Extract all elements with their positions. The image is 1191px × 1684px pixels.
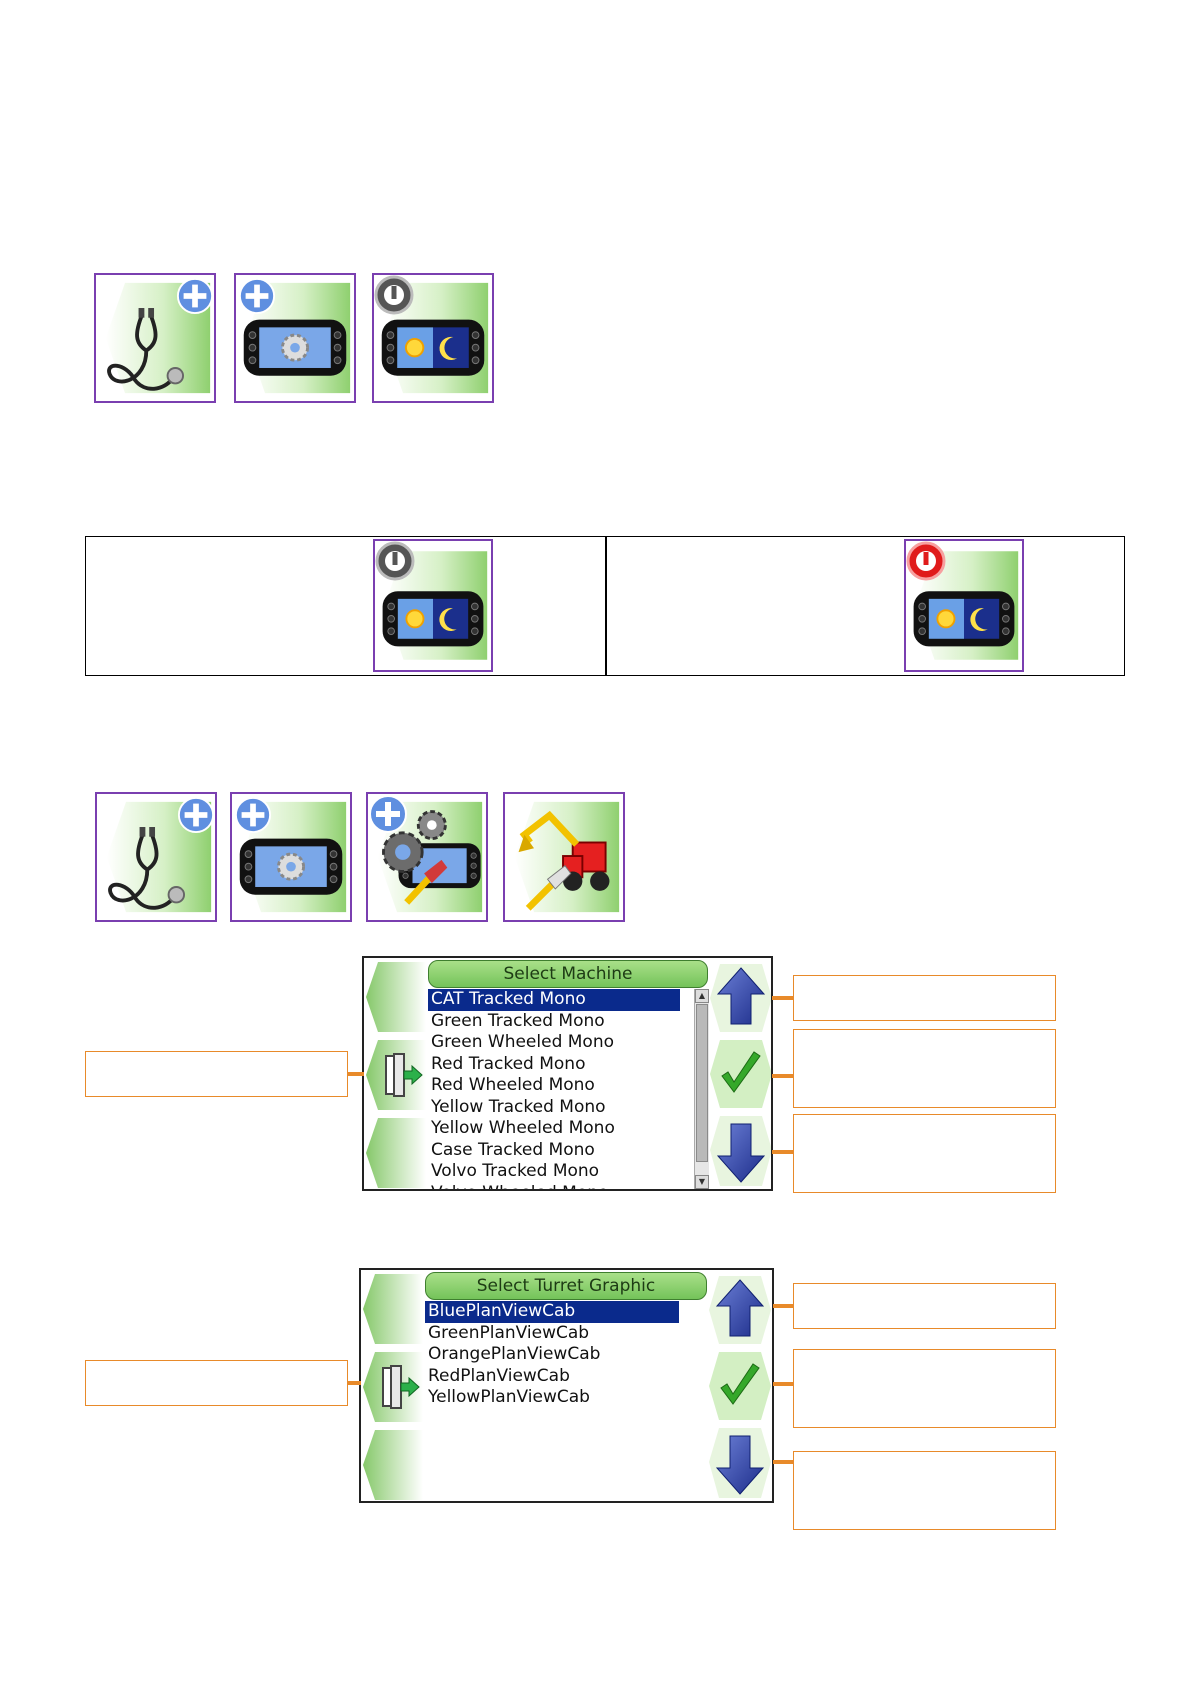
machine-list-item[interactable]: Yellow Tracked Mono	[431, 1096, 606, 1117]
machine-list-item[interactable]: Green Wheeled Mono	[431, 1032, 615, 1052]
accept-callout-box	[793, 1349, 1056, 1428]
machine-list-item[interactable]: Green Tracked Mono	[431, 1010, 605, 1031]
machine-list-item[interactable]: Red Tracked Mono	[431, 1053, 586, 1074]
display-settings-icon	[243, 282, 351, 394]
exit-callout-box	[85, 1051, 348, 1097]
day-night-tile-off[interactable]	[373, 539, 493, 672]
table-divider	[605, 537, 607, 675]
paint-settings-icon	[377, 801, 483, 913]
down-arrow-button[interactable]	[710, 1114, 772, 1188]
turret-list-item[interactable]: GreenPlanViewCab	[428, 1322, 590, 1343]
day-night-icon	[913, 551, 1019, 660]
up-callout-leader	[773, 1304, 793, 1308]
select-machine-title: Select Machine	[428, 960, 708, 988]
blank-left-button[interactable]	[361, 1428, 423, 1502]
down-callout-leader	[773, 1460, 793, 1464]
stethoscope-icon	[106, 801, 212, 913]
machine-list-item[interactable]: Volvo Wheeled Mono	[428, 1183, 680, 1190]
day-night-icon	[382, 551, 488, 660]
exit-button[interactable]	[364, 1038, 426, 1112]
accept-callout-leader	[773, 1382, 793, 1386]
plus-badge-icon	[368, 794, 408, 834]
plus-badge-icon	[234, 796, 272, 834]
up-callout-box	[793, 975, 1056, 1021]
machine-paint-icon	[514, 801, 620, 913]
paint-settings-tile[interactable]	[366, 792, 488, 922]
exit-callout-box	[85, 1360, 348, 1406]
exit-callout-leader	[348, 1072, 364, 1076]
blank-left-button[interactable]	[361, 1272, 423, 1346]
scroll-up-icon[interactable]: ▲	[695, 989, 709, 1003]
power-red-badge-icon	[906, 541, 946, 581]
display-settings-tile[interactable]	[234, 273, 356, 403]
blank-left-button[interactable]	[364, 1116, 426, 1190]
turret-list-item[interactable]: RedPlanViewCab	[428, 1365, 570, 1386]
machine-list-item[interactable]: Case Tracked Mono	[431, 1139, 595, 1160]
machine-list-item[interactable]: CAT Tracked Mono	[428, 989, 680, 1011]
turret-list-item[interactable]: YellowPlanViewCab	[428, 1387, 590, 1407]
day-night-tile-on[interactable]	[904, 539, 1024, 672]
stethoscope-tile[interactable]	[94, 273, 216, 403]
machine-list-item[interactable]: Red Wheeled Mono	[431, 1075, 595, 1095]
plus-badge-icon	[238, 277, 276, 315]
accept-check-button[interactable]	[710, 1038, 772, 1110]
machine-list-scrollbar[interactable]: ▲ ▼	[694, 989, 709, 1189]
up-arrow-button[interactable]	[709, 1274, 771, 1346]
power-grey-badge-icon	[375, 541, 415, 581]
accept-callout-box	[793, 1029, 1056, 1108]
turret-list-item[interactable]: BluePlanViewCab	[425, 1301, 679, 1323]
machine-list-item[interactable]: Yellow Wheeled Mono	[431, 1118, 615, 1138]
stethoscope-icon	[105, 282, 211, 394]
scroll-down-icon[interactable]: ▼	[695, 1175, 709, 1189]
day-night-tile[interactable]	[372, 273, 494, 403]
turret-list-item[interactable]: OrangePlanViewCab	[428, 1344, 601, 1364]
scroll-thumb[interactable]	[696, 1004, 708, 1162]
accept-callout-leader	[772, 1074, 793, 1078]
display-settings-icon	[239, 801, 347, 913]
power-badge-icon	[374, 275, 414, 315]
exit-callout-leader	[348, 1381, 361, 1385]
accept-check-button[interactable]	[709, 1350, 771, 1422]
machine-paint-tile[interactable]	[503, 792, 625, 922]
down-callout-box	[793, 1451, 1056, 1530]
down-callout-leader	[772, 1150, 793, 1154]
select-turret-title: Select Turret Graphic	[425, 1272, 707, 1300]
comparison-table	[85, 536, 1125, 676]
blank-left-button[interactable]	[364, 960, 426, 1034]
stethoscope-tile[interactable]	[95, 792, 217, 922]
display-settings-tile[interactable]	[230, 792, 352, 922]
up-callout-leader	[772, 996, 793, 1000]
down-callout-box	[793, 1114, 1056, 1193]
exit-button[interactable]	[361, 1350, 423, 1424]
plus-badge-icon	[177, 796, 215, 834]
machine-list-item[interactable]: Volvo Tracked Mono	[431, 1161, 600, 1181]
up-callout-box	[793, 1283, 1056, 1329]
up-arrow-button[interactable]	[710, 962, 772, 1034]
day-night-icon	[381, 282, 489, 394]
plus-badge-icon	[176, 277, 214, 315]
down-arrow-button[interactable]	[709, 1426, 771, 1500]
